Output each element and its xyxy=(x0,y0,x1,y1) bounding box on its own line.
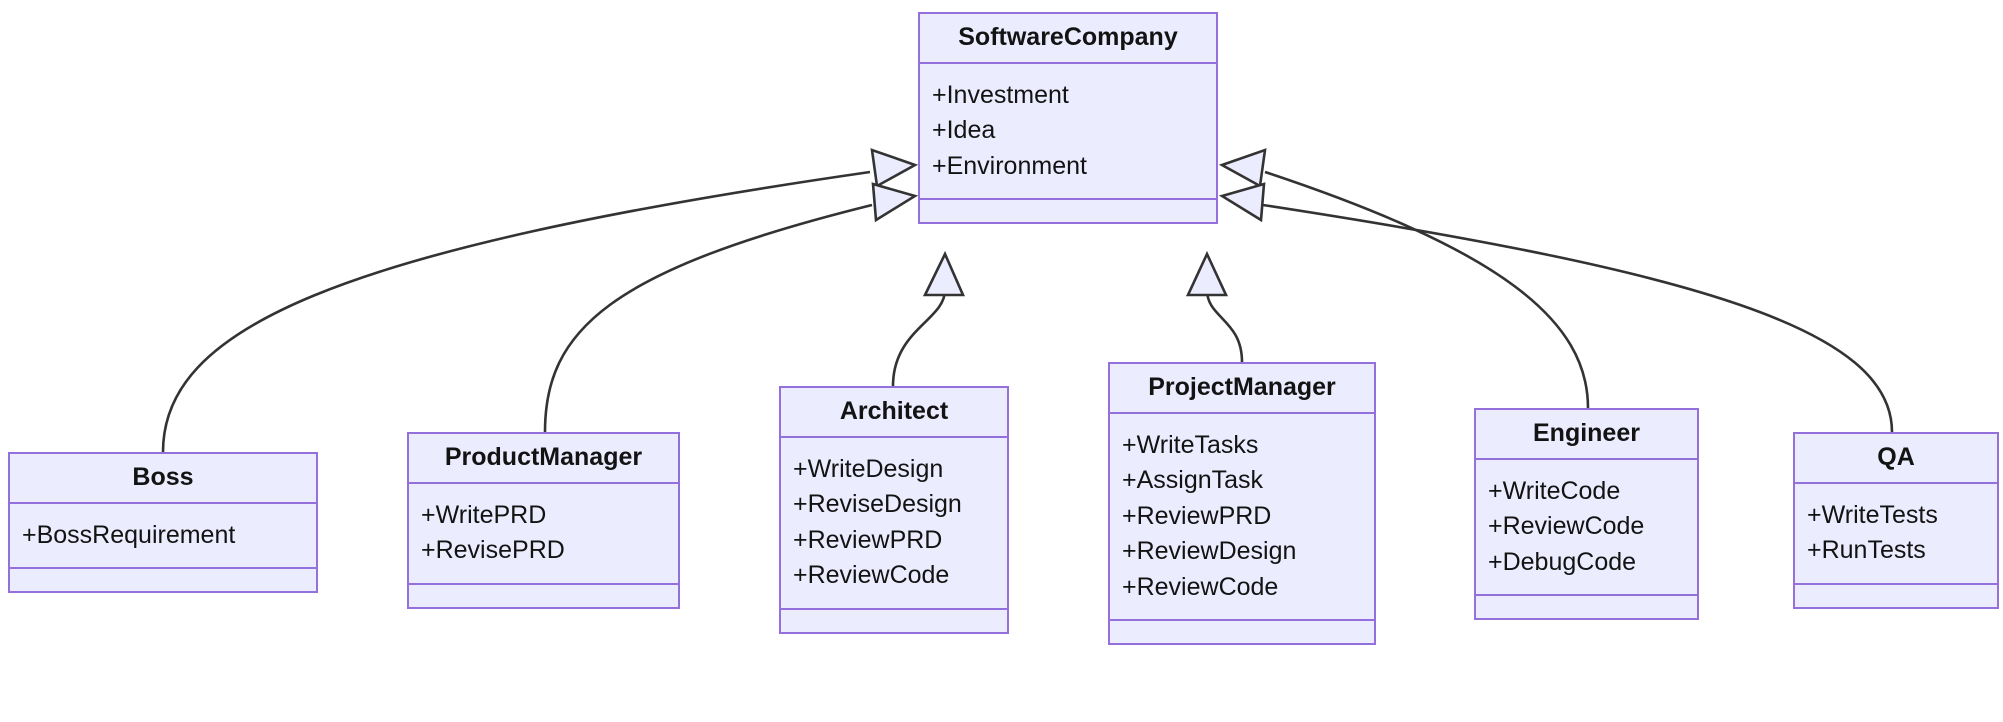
class-attributes-architect: +WriteDesign +ReviseDesign +ReviewPRD +R… xyxy=(781,438,1007,610)
class-box-boss[interactable]: Boss +BossRequirement xyxy=(8,452,318,594)
attribute-item: +BossRequirement xyxy=(22,520,236,549)
attribute-item: +ReviseDesign xyxy=(793,490,962,519)
arrowhead-architect xyxy=(922,250,965,297)
class-box-architect[interactable]: Architect +WriteDesign +ReviseDesign +Re… xyxy=(779,386,1009,634)
class-attributes-productmanager: +WritePRD +RevisePRD xyxy=(409,484,678,585)
attribute-item: +DebugCode xyxy=(1488,547,1637,576)
class-attributes-boss: +BossRequirement xyxy=(10,504,316,570)
arrowhead-productmanager xyxy=(871,182,919,223)
attribute-item: +ReviewCode xyxy=(1122,572,1279,601)
attribute-item: +RevisePRD xyxy=(421,536,565,565)
attribute-item: +ReviewCode xyxy=(793,561,950,590)
class-methods-productmanager xyxy=(409,585,678,607)
class-methods-boss xyxy=(10,569,316,591)
attribute-item: +Environment xyxy=(932,151,1087,180)
class-box-engineer[interactable]: Engineer +WriteCode +ReviewCode +DebugCo… xyxy=(1474,408,1699,621)
arrowhead-projectmanager xyxy=(1185,250,1229,297)
attribute-item: +AssignTask xyxy=(1122,466,1264,495)
attribute-item: +Idea xyxy=(932,116,996,145)
class-attributes-projectmanager: +WriteTasks +AssignTask +ReviewPRD +Revi… xyxy=(1110,414,1374,622)
attribute-item: +RunTests xyxy=(1807,536,1926,565)
arrowhead-engineer xyxy=(1218,148,1267,189)
attribute-item: +WriteTasks xyxy=(1122,430,1259,459)
class-title-projectmanager: ProjectManager xyxy=(1110,364,1374,414)
attribute-item: +WritePRD xyxy=(421,500,547,529)
class-methods-projectmanager xyxy=(1110,621,1374,643)
attribute-item: +WriteTests xyxy=(1807,500,1938,529)
class-title-architect: Architect xyxy=(781,388,1007,438)
class-title-boss: Boss xyxy=(10,454,316,504)
class-methods-qa xyxy=(1795,585,1997,607)
class-methods-engineer xyxy=(1476,596,1697,618)
class-title-qa: QA xyxy=(1795,434,1997,484)
arrowhead-qa xyxy=(1218,182,1266,223)
attribute-item: +ReviewPRD xyxy=(1122,501,1272,530)
class-title-softwarecompany: SoftwareCompany xyxy=(920,14,1216,64)
attribute-item: +WriteCode xyxy=(1488,476,1621,505)
attribute-item: +ReviewCode xyxy=(1488,512,1645,541)
class-attributes-engineer: +WriteCode +ReviewCode +DebugCode xyxy=(1476,460,1697,597)
attribute-item: +Investment xyxy=(932,80,1069,109)
edge-boss-to-softwarecompany xyxy=(161,170,871,453)
edge-projectmanager-to-softwarecompany xyxy=(1205,289,1244,363)
edge-architect-to-softwarecompany xyxy=(891,289,947,387)
class-box-softwarecompany[interactable]: SoftwareCompany +Investment +Idea +Envir… xyxy=(918,12,1218,225)
class-methods-softwarecompany xyxy=(920,200,1216,222)
class-attributes-softwarecompany: +Investment +Idea +Environment xyxy=(920,64,1216,201)
class-box-qa[interactable]: QA +WriteTests +RunTests xyxy=(1793,432,1999,609)
attribute-item: +ReviewDesign xyxy=(1122,537,1297,566)
class-methods-architect xyxy=(781,610,1007,632)
attribute-item: +ReviewPRD xyxy=(793,525,943,554)
class-title-productmanager: ProductManager xyxy=(409,434,678,484)
class-box-projectmanager[interactable]: ProjectManager +WriteTasks +AssignTask +… xyxy=(1108,362,1376,646)
class-attributes-qa: +WriteTests +RunTests xyxy=(1795,484,1997,585)
class-title-engineer: Engineer xyxy=(1476,410,1697,460)
arrowhead-boss xyxy=(870,148,919,189)
class-box-productmanager[interactable]: ProductManager +WritePRD +RevisePRD xyxy=(407,432,680,609)
attribute-item: +WriteDesign xyxy=(793,454,944,483)
